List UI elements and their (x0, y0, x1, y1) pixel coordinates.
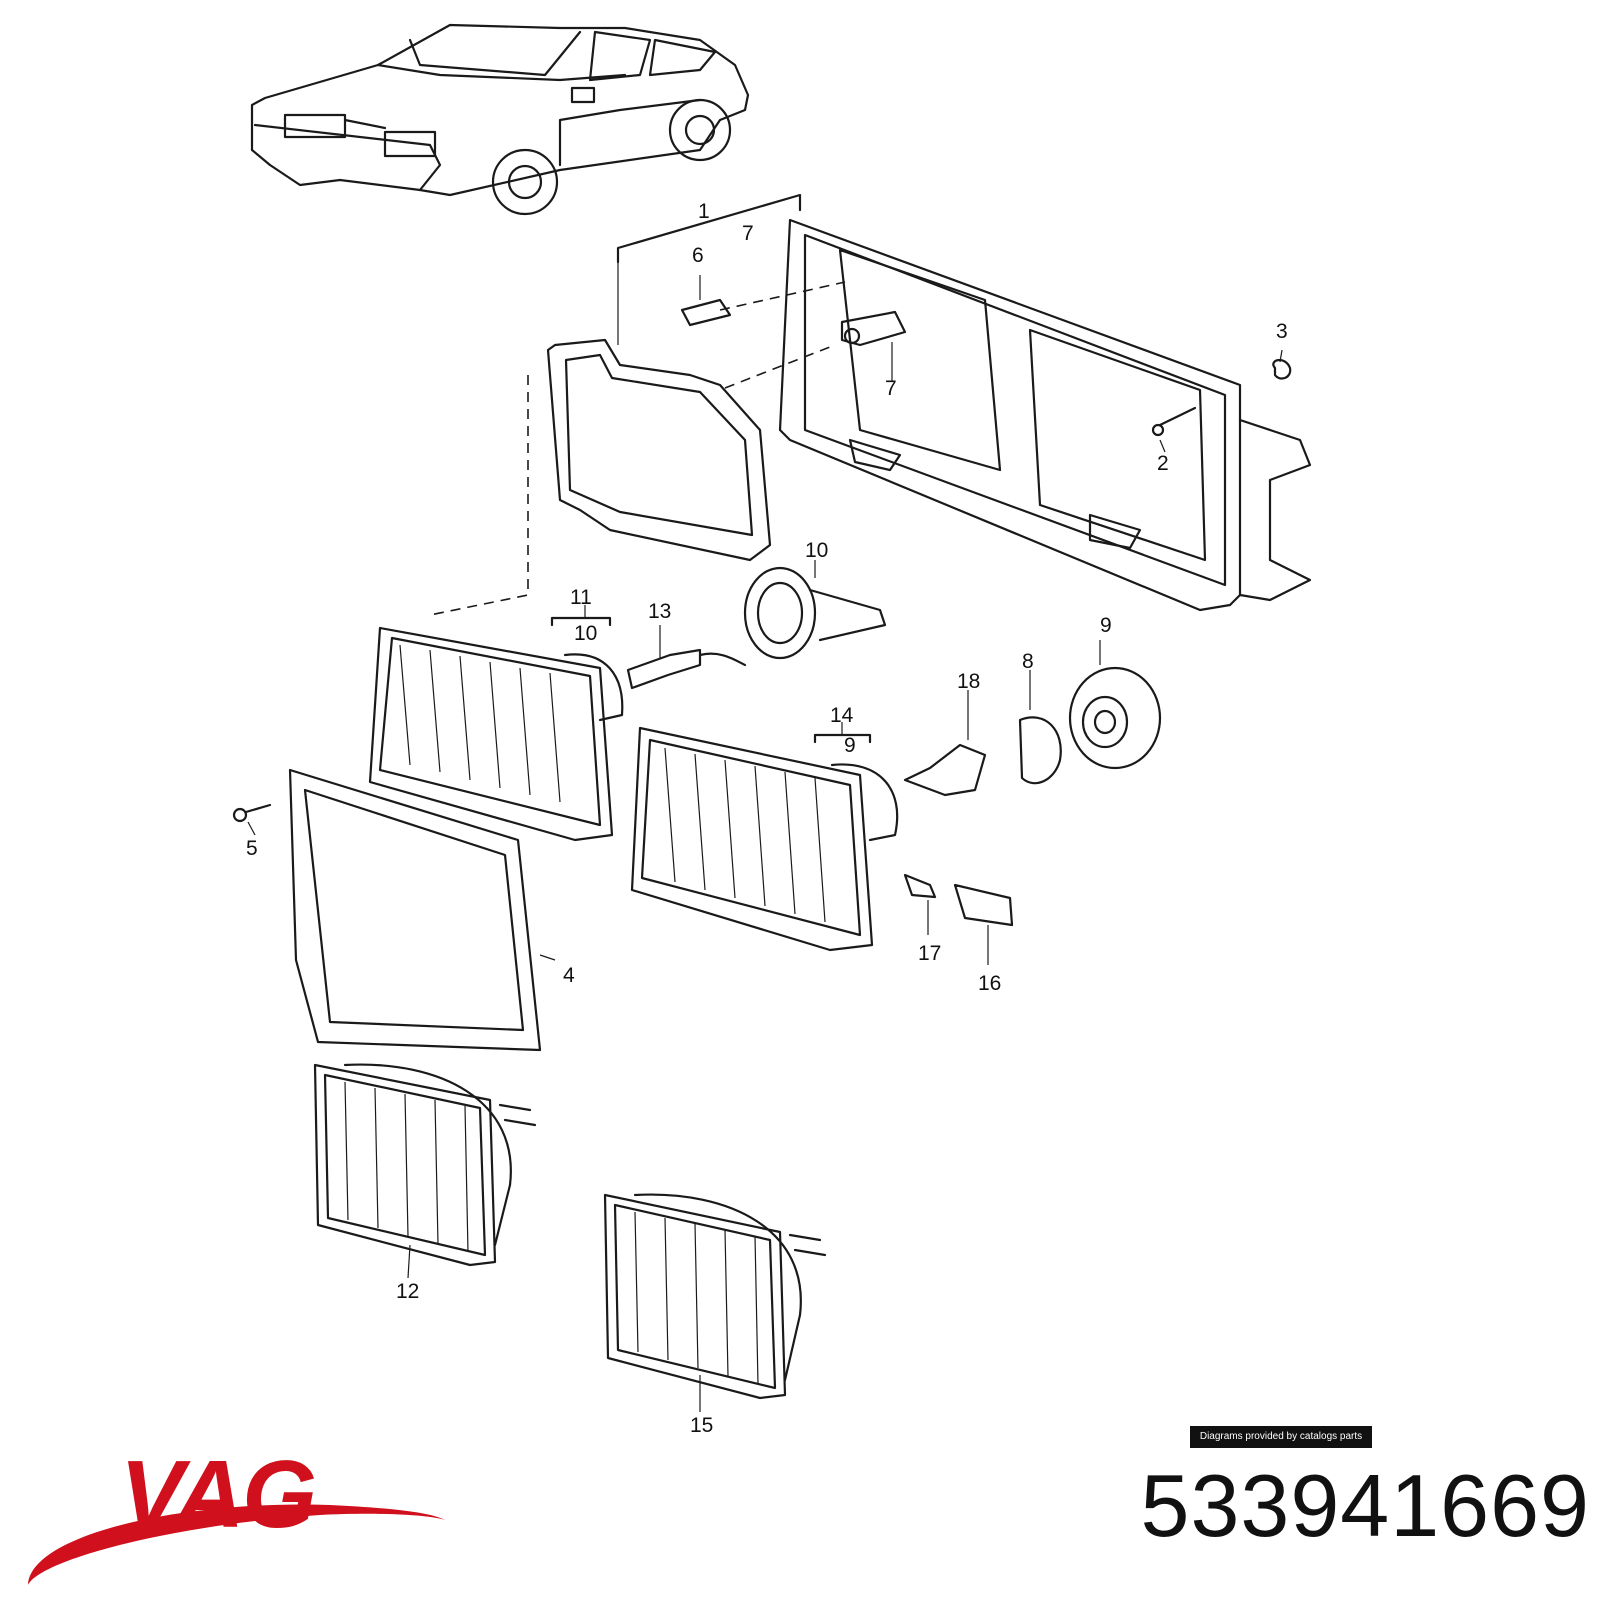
headlamp-insert-right (630, 726, 899, 952)
callout-14: 14 (830, 704, 854, 727)
callout-4: 4 (563, 964, 575, 987)
parking-bulb-and-socket (903, 873, 1014, 927)
callout-5: 5 (246, 837, 258, 860)
callout-16: 16 (978, 972, 1001, 995)
callout-13: 13 (648, 600, 671, 623)
bulb-holder-assembly (626, 566, 887, 690)
adjuster-clips (680, 298, 1292, 437)
leader-lines (247, 193, 1283, 1412)
callout-labels: 1 7 6 3 7 2 10 11 10 13 9 18 8 14 9 5 4 … (246, 200, 1288, 1437)
vag-logo: VAG (120, 1441, 317, 1548)
callout-1: 1 (698, 200, 710, 223)
callout-9a: 9 (1100, 614, 1112, 637)
vag-logo-swoosh (28, 1504, 445, 1585)
callout-15: 15 (690, 1414, 713, 1437)
headlamp-trim-frame (288, 768, 542, 1052)
headlamp-carrier-frame (778, 218, 1312, 612)
callout-3: 3 (1276, 320, 1288, 343)
auxiliary-lamp-15 (603, 1193, 827, 1400)
car-illustration (250, 23, 750, 216)
callout-18: 18 (957, 670, 980, 693)
callout-7a: 7 (742, 222, 754, 245)
callout-6: 6 (692, 244, 704, 267)
headlamp-insert-left (368, 626, 624, 842)
bulb-and-cap (903, 666, 1162, 797)
callout-7b: 7 (885, 377, 897, 400)
callout-12: 12 (396, 1280, 419, 1303)
callout-10b: 10 (574, 622, 597, 645)
auxiliary-lamp-12 (313, 1063, 537, 1267)
callout-10a: 10 (805, 539, 828, 562)
part-number: 533941669 (1140, 1456, 1590, 1555)
diagram-credit: Diagrams provided by catalogs parts (1190, 1426, 1372, 1448)
callout-2: 2 (1157, 452, 1169, 475)
callout-17: 17 (918, 942, 941, 965)
callout-11: 11 (570, 586, 592, 609)
headlamp-seal-gasket (546, 338, 772, 562)
callout-9b: 9 (844, 734, 856, 757)
callout-8: 8 (1022, 650, 1034, 673)
screw-5 (232, 803, 272, 823)
